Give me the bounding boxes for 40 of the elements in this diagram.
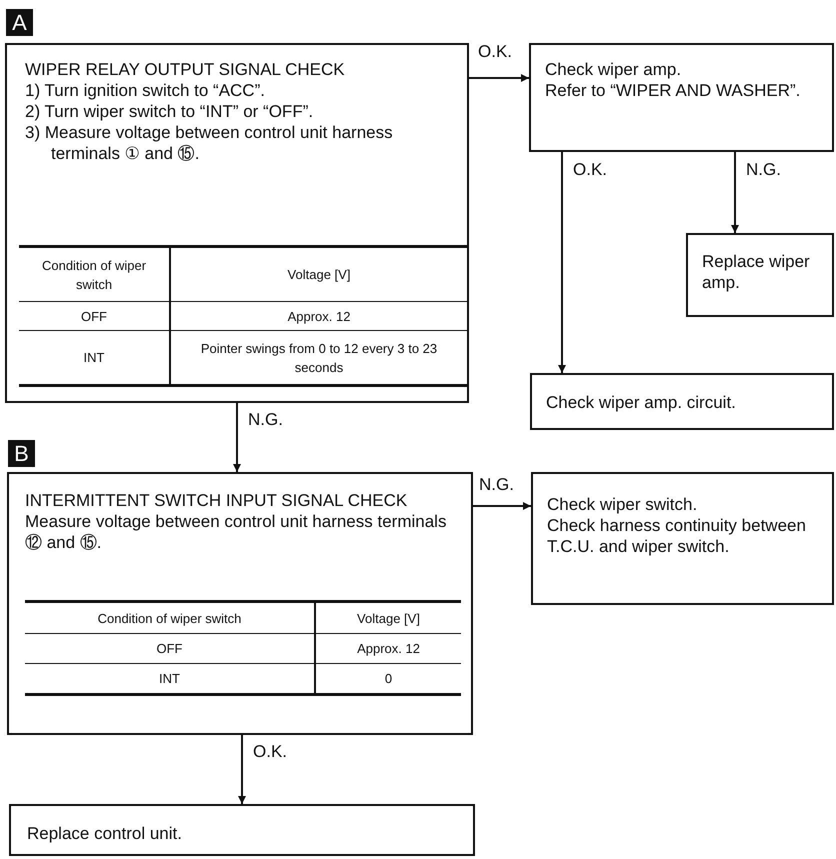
table-cell: 0 <box>315 664 461 694</box>
table-cell: Pointer swings from 0 to 12 every 3 to 23 seconds <box>170 330 467 386</box>
table-cell: OFF <box>19 302 170 330</box>
table-cell: Condition of wiper switch <box>19 246 170 302</box>
check-title: INTERMITTENT SWITCH INPUT SIGNAL CHECK <box>25 490 408 511</box>
instruction-text: Check wiper amp. <box>545 59 682 80</box>
table-cell: Condition of wiper switch <box>25 602 315 634</box>
instruction-step: 2) Turn wiper switch to “INT” or “OFF”. <box>25 101 455 122</box>
table-cell: Voltage [V] <box>170 246 467 302</box>
table-cell: OFF <box>25 634 315 664</box>
table-cell: Voltage [V] <box>315 602 461 634</box>
instruction-text: Refer to “WIPER AND WASHER”. <box>545 80 802 101</box>
process-box <box>9 804 475 856</box>
arrow <box>233 403 241 472</box>
section-marker: B <box>8 440 35 467</box>
instruction-text: Check harness continuity between T.C.U. and wiper switch. <box>547 515 807 557</box>
arrow <box>731 152 739 233</box>
table-cell: INT <box>19 330 170 386</box>
instruction-step: 3) Measure voltage between control unit harness terminals ① and ⑮. <box>25 122 455 164</box>
process-box <box>531 472 834 605</box>
process-box <box>5 43 469 403</box>
arrow <box>469 74 529 82</box>
check-title: WIPER RELAY OUTPUT SIGNAL CHECK <box>25 59 346 80</box>
table-cell: Approx. 12 <box>170 302 467 330</box>
arrow <box>238 735 246 804</box>
process-box <box>529 43 834 152</box>
instruction-step: 1) Turn ignition switch to “ACC”. <box>25 80 455 101</box>
arrow <box>558 152 566 373</box>
instruction-text: Replace wiper amp. <box>702 251 811 293</box>
process-box <box>686 233 834 317</box>
table-cell: Approx. 12 <box>315 634 461 664</box>
instruction-text: Measure voltage between control unit harness terminals ⑫ and ⑮. <box>25 511 448 553</box>
process-box <box>7 472 473 735</box>
table-cell: INT <box>25 664 315 694</box>
instruction-text: Check wiper switch. <box>547 494 698 515</box>
instruction-text: Check wiper amp. circuit. <box>546 392 737 413</box>
arrow <box>473 502 531 510</box>
section-marker: A <box>6 9 33 36</box>
process-box <box>530 373 834 430</box>
instruction-text: Replace control unit. <box>27 823 183 844</box>
